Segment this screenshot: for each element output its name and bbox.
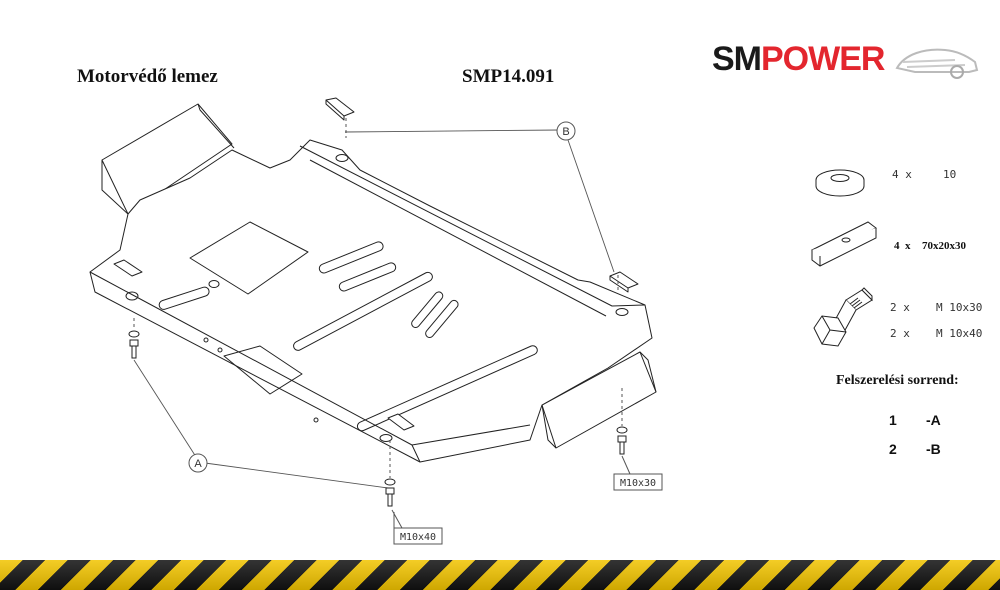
order-step-1-label: -A (926, 412, 941, 428)
washer-icon (815, 169, 865, 197)
slot (338, 262, 397, 292)
washer-count: 4 x (892, 168, 912, 181)
order-step-1-num: 1 (889, 412, 897, 428)
bracket-b-top (325, 97, 355, 117)
order-step-2-label: -B (926, 441, 941, 457)
callout-b: B (556, 121, 576, 141)
logo-text-power: POWER (761, 40, 885, 78)
order-step-2-num: 2 (889, 441, 897, 457)
callout-b-label: B (562, 126, 569, 138)
label-m10x40-text: M10x40 (400, 532, 436, 543)
page-title: Motorvédő lemez (77, 66, 218, 87)
brand-logo: SMPOWER (710, 40, 980, 84)
label-m10x30: M10x30 (613, 455, 663, 491)
left-side-fin (101, 103, 233, 215)
washer-size: 10 (943, 168, 957, 181)
bracket-bottom (387, 413, 415, 431)
label-m10x30-text: M10x30 (620, 478, 656, 489)
bracket-b-right (609, 271, 639, 289)
square-cutout-bottom (223, 345, 303, 395)
square-cutout-top (189, 221, 309, 295)
plate-icon (811, 221, 877, 267)
plate-count: 4 x (894, 240, 911, 252)
slot (356, 345, 538, 432)
bolt-m10x30-icon (616, 426, 628, 455)
callout-a: A (188, 453, 208, 473)
car-silhouette-icon (895, 48, 979, 79)
slot (411, 291, 444, 329)
bolt2-size: M 10x40 (936, 327, 983, 340)
bolt-part-icon (813, 287, 873, 347)
bolt-left-icon (128, 330, 140, 359)
callout-a-label: A (194, 458, 202, 470)
slot (293, 271, 433, 351)
product-code: SMP14.091 (462, 66, 555, 87)
bolt2-count: 2 x (890, 327, 910, 340)
skid-plate-diagram: B A M10x40 M10x30 (89, 97, 877, 545)
plate-size: 70x20x30 (922, 240, 966, 252)
hazard-stripe-footer (0, 560, 1000, 590)
bolt1-count: 2 x (890, 301, 910, 314)
logo-text-sm: SM (712, 40, 762, 78)
slot (318, 241, 384, 274)
main-plate (89, 139, 653, 463)
slot (425, 299, 459, 339)
label-m10x40: M10x40 (391, 509, 443, 545)
mounting-order-title: Felszerelési sorrend: (836, 373, 959, 388)
bracket-left (113, 259, 143, 277)
bolt-m10x40-icon (384, 478, 396, 507)
bolt1-size: M 10x30 (936, 301, 983, 314)
slot (158, 286, 210, 310)
